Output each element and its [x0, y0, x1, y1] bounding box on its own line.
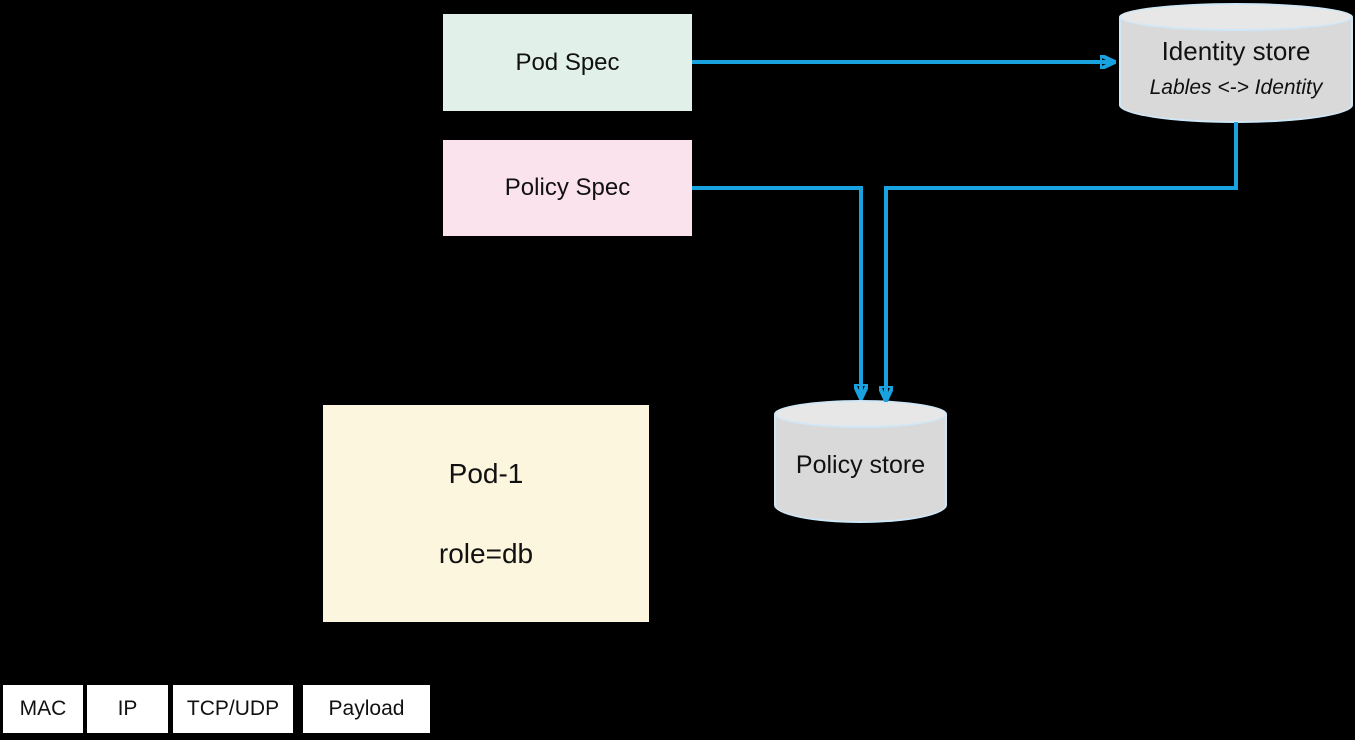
packet-layout-row: MAC IP TCP/UDP Payload — [0, 685, 440, 733]
packet-cell-ip: IP — [87, 685, 168, 733]
packet-cell-mac: MAC — [3, 685, 83, 733]
cylinder-body — [774, 414, 947, 523]
policy-spec-label: Policy Spec — [504, 174, 631, 201]
identity-store-title: Identity store — [1161, 36, 1311, 66]
cylinder-top — [1119, 3, 1353, 31]
pod-1-role-label: role=db — [438, 537, 534, 569]
arrow-policy-spec-to-policy-store — [692, 186, 861, 398]
identity-store-subtitle: Lables <-> Identity — [1149, 76, 1323, 99]
node-identity-store: Identity store Lables <-> Identity — [1119, 3, 1353, 123]
node-pod-spec: Pod Spec — [443, 14, 692, 111]
packet-cell-tcp-udp: TCP/UDP — [173, 685, 293, 733]
pod-1-title: Pod-1 — [448, 457, 524, 489]
cylinder-top — [774, 400, 947, 428]
node-policy-store: Policy store — [774, 400, 947, 523]
node-pod-1: Pod-1 role=db — [323, 405, 649, 622]
packet-cell-payload: Payload — [303, 685, 430, 733]
node-policy-spec: Policy Spec — [443, 140, 692, 236]
policy-store-label: Policy store — [795, 451, 926, 479]
cylinder-body — [1119, 17, 1353, 123]
pod-spec-label: Pod Spec — [515, 48, 620, 76]
arrow-identity-store-to-policy-store — [886, 122, 1238, 400]
